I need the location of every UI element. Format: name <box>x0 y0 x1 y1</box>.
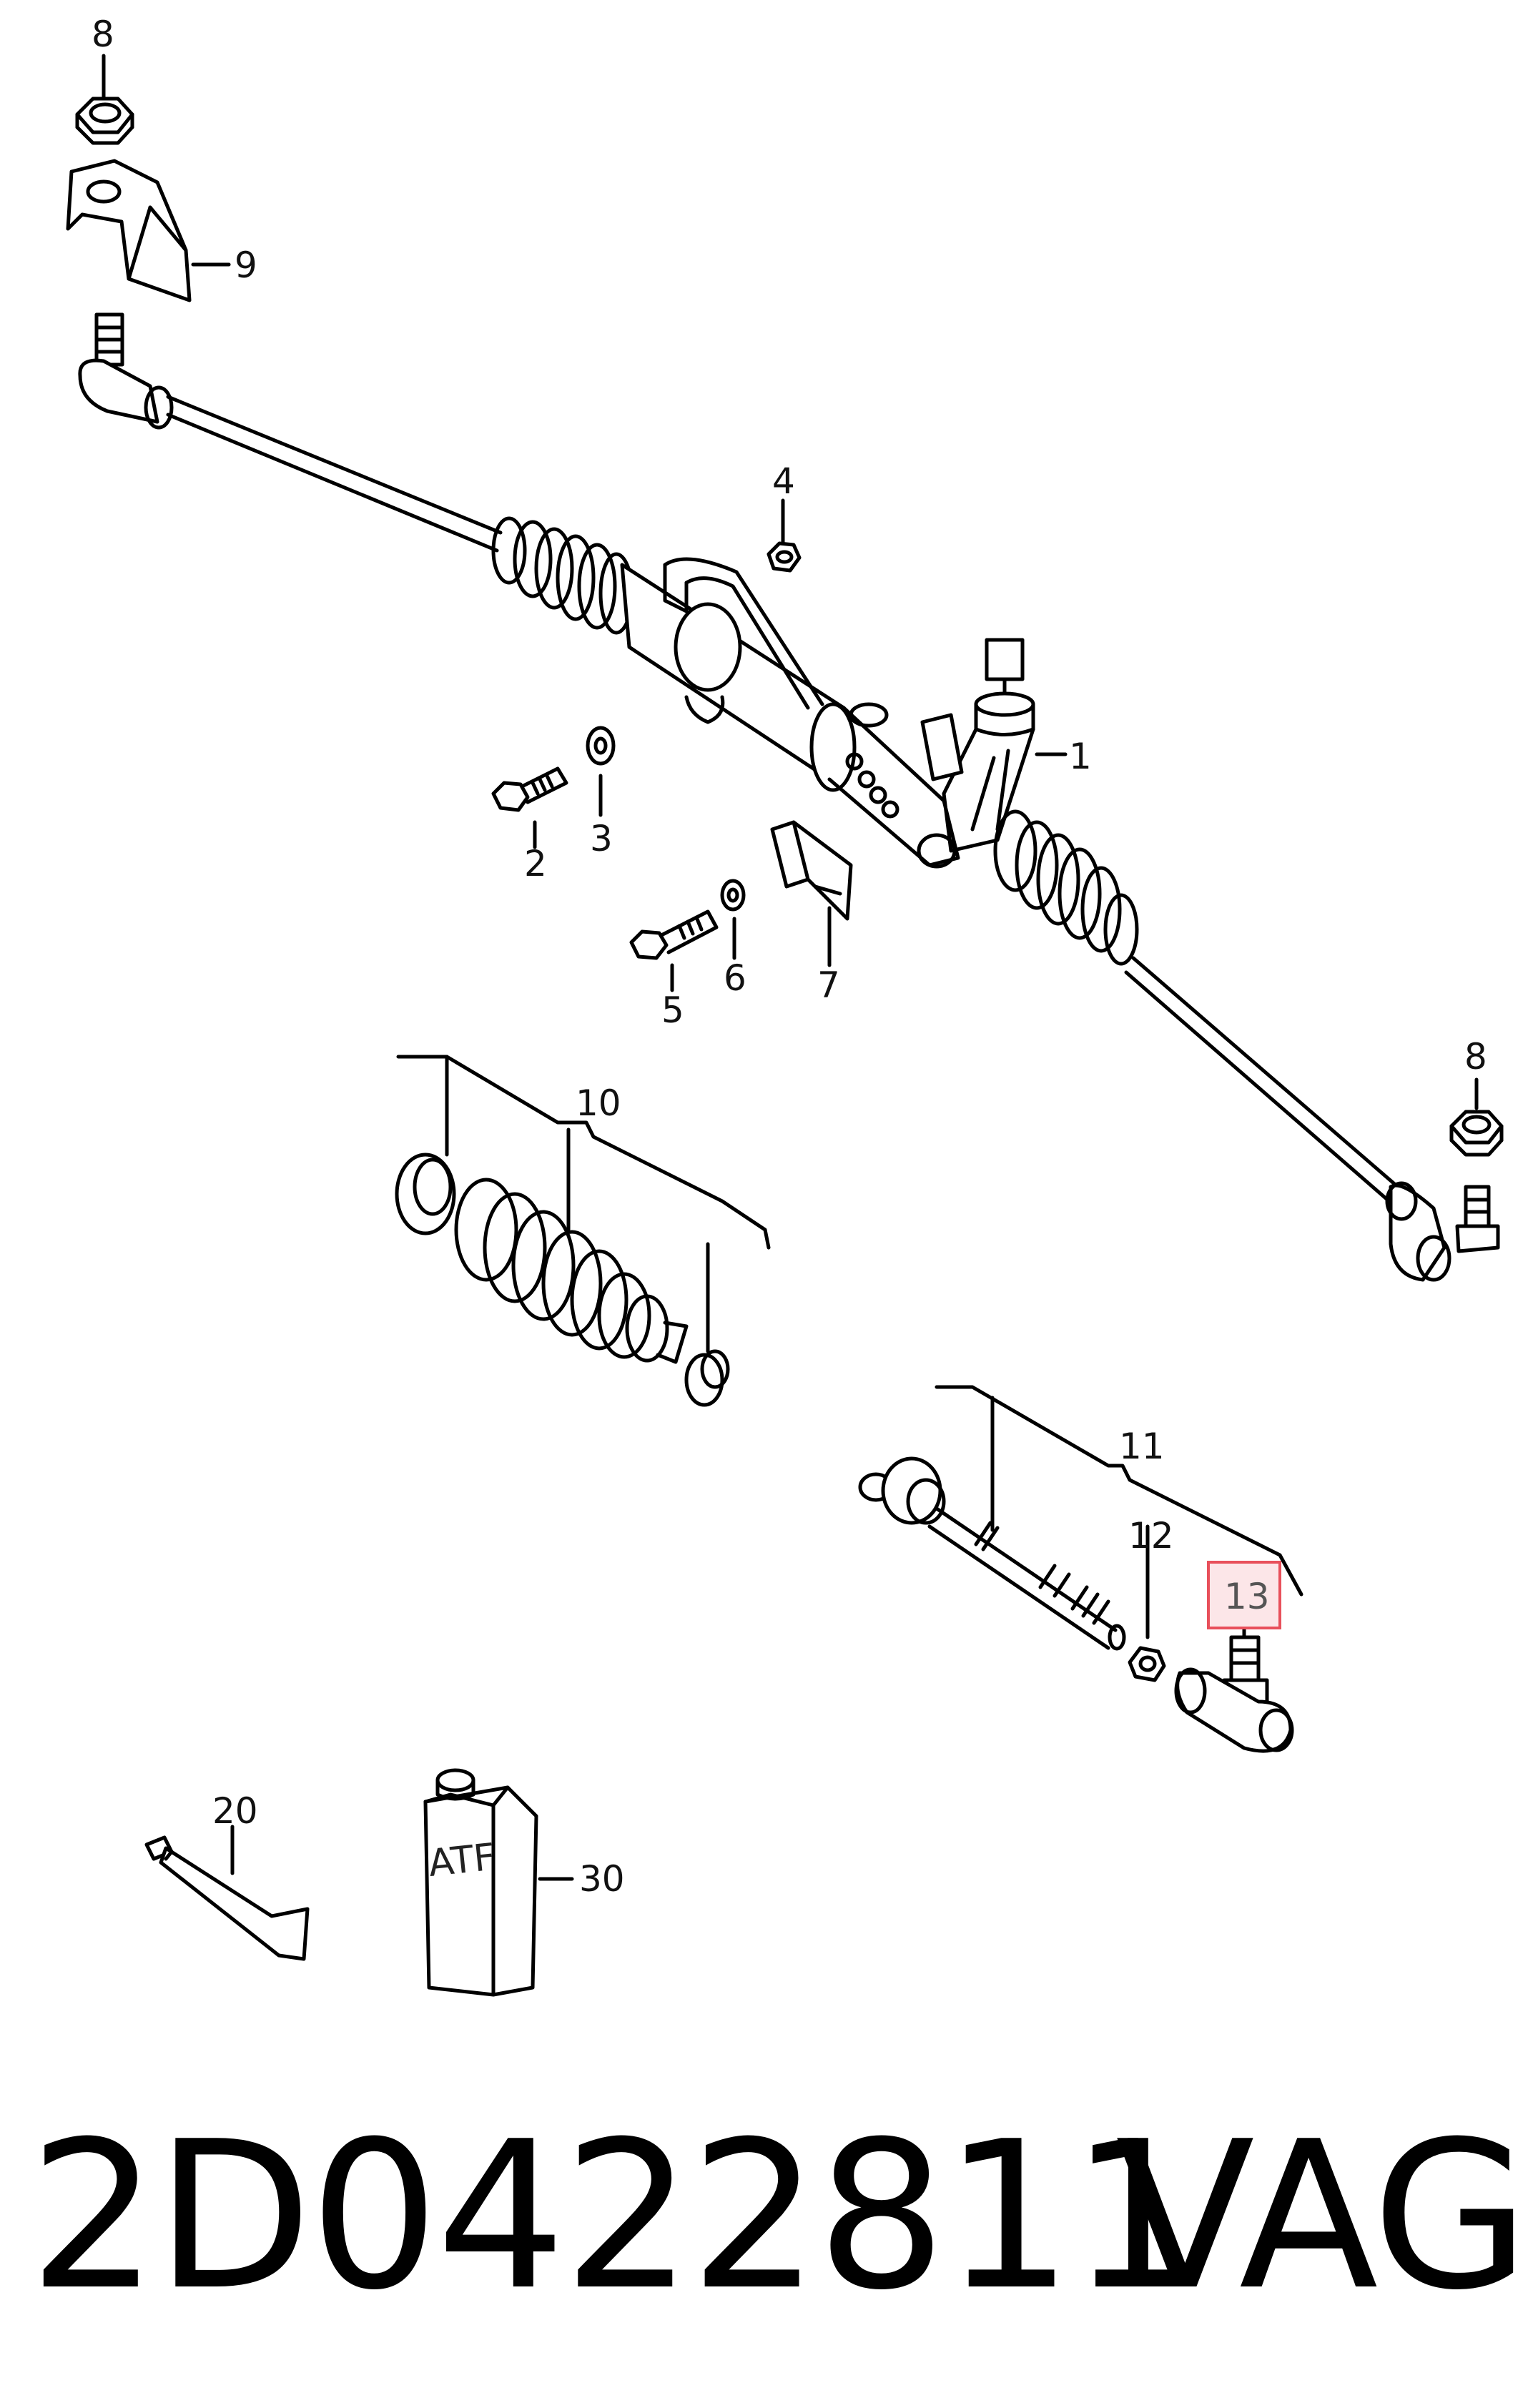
grease-tube-drawing <box>144 1825 310 1961</box>
tie-rods-drawing <box>166 395 1400 1205</box>
left-tie-rod-end-drawing <box>78 312 174 430</box>
inner-tie-rod-drawing <box>858 1385 1303 1651</box>
atf-text: ATF <box>426 1836 497 1885</box>
atf-container-drawing <box>423 1768 574 1997</box>
lock-nut-drawing <box>1128 1646 1166 1682</box>
washer-3-drawing <box>586 726 616 817</box>
label-20: 20 <box>212 1790 258 1832</box>
label-13: 13 <box>1224 1576 1270 1617</box>
label-8-right: 8 <box>1464 1036 1487 1077</box>
part-labels: 8 9 4 1 2 3 5 6 7 8 10 11 12 13 20 30 <box>92 14 1487 1900</box>
highlight-box <box>1207 1561 1281 1629</box>
bracket-drawing <box>66 159 231 302</box>
bolt-2-drawing <box>491 766 568 849</box>
bolt-5-drawing <box>629 909 719 992</box>
label-7: 7 <box>817 964 840 1006</box>
brand-text: VAG <box>1115 2098 1530 2335</box>
label-2: 2 <box>524 843 547 884</box>
label-8-top: 8 <box>92 14 114 55</box>
label-5: 5 <box>661 990 684 1031</box>
rack-housing-drawing <box>620 557 960 869</box>
boot-kit-drawing <box>395 1055 771 1407</box>
pinion-housing-drawing <box>920 638 1068 853</box>
bracket-plate-drawing <box>770 820 853 967</box>
label-9: 9 <box>235 245 257 286</box>
caption: 2D0422811 VAG <box>29 2098 1530 2335</box>
label-3: 3 <box>590 818 613 859</box>
part-number-text: 2D0422811 <box>29 2098 1200 2335</box>
tie-rod-end-13-drawing <box>1174 1599 1294 1753</box>
label-30: 30 <box>579 1858 625 1900</box>
nut-top-drawing <box>75 54 134 145</box>
label-6: 6 <box>724 957 746 999</box>
right-tie-rod-end-drawing <box>1385 1181 1500 1282</box>
rack-boot-left-drawing <box>491 516 634 635</box>
label-4: 4 <box>772 460 795 502</box>
label-1: 1 <box>1069 736 1092 777</box>
washer-6-drawing <box>720 879 746 960</box>
nut-right-drawing <box>1449 1077 1504 1157</box>
nut-small-drawing <box>766 498 802 573</box>
label-12: 12 <box>1128 1515 1174 1556</box>
label-10: 10 <box>576 1082 621 1124</box>
label-11: 11 <box>1119 1426 1165 1467</box>
rack-boot-right-drawing <box>993 809 1139 966</box>
